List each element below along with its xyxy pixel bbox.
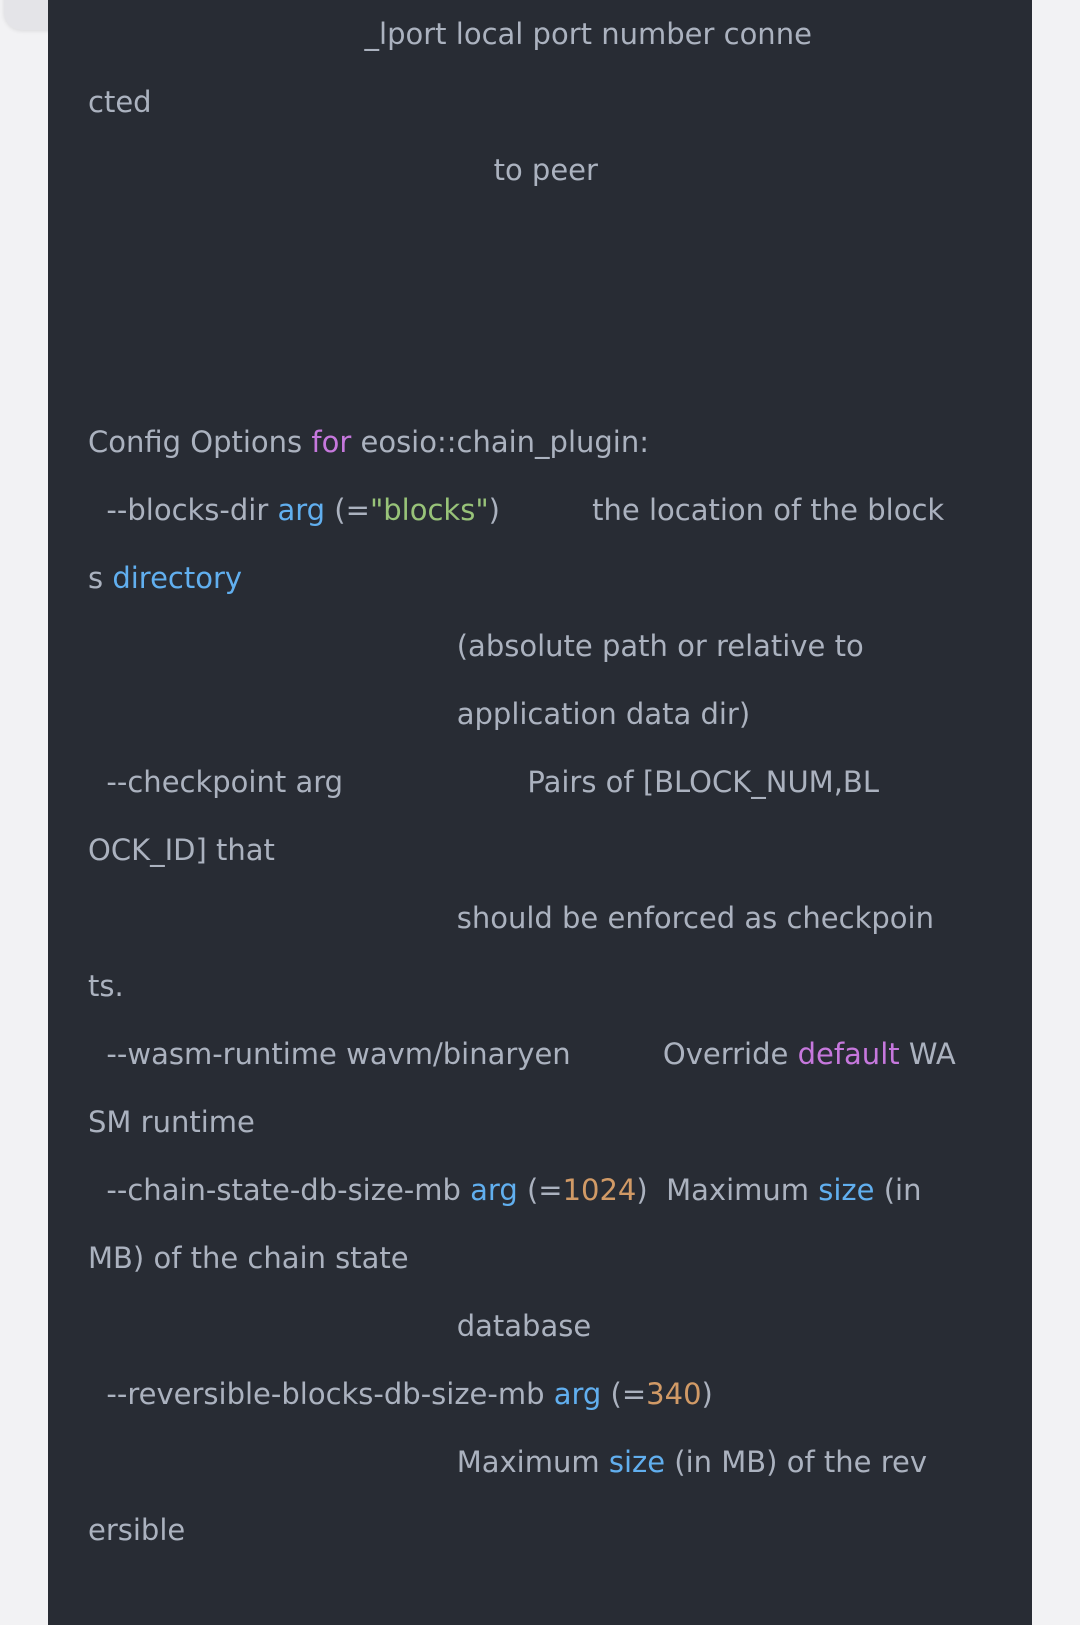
code-line: application data dir) <box>88 694 750 734</box>
code-token-plain: (in <box>874 1173 922 1207</box>
code-line: OCK_ID] that <box>88 830 275 870</box>
code-line: --chain-state-db-size-mb arg (=1024) Max… <box>88 1170 921 1210</box>
code-token-plain: (= <box>325 493 370 527</box>
code-line: --wasm-runtime wavm/binaryen Override de… <box>88 1034 956 1074</box>
code-line: cted <box>88 82 152 122</box>
code-token-num: 1024 <box>562 1173 637 1207</box>
code-token-plain: (= <box>517 1173 563 1207</box>
code-token-fn: arg <box>470 1173 518 1207</box>
code-line: should be enforced as checkpoin <box>88 898 934 938</box>
code-token-plain: Maximum <box>88 1445 609 1479</box>
code-line: --blocks-dir arg (="blocks") the locatio… <box>88 490 944 530</box>
code-token-plain: ersible <box>88 1513 186 1547</box>
code-block: _lport local port number conne cted to pe… <box>48 0 1032 1625</box>
code-token-plain: application data dir) <box>88 697 751 731</box>
code-token-plain: ts. <box>88 969 124 1003</box>
code-token-keyword: for <box>311 425 352 459</box>
code-token-plain: ) the location of the block <box>488 493 945 527</box>
code-line: s directory <box>88 558 242 598</box>
code-token-plain: --checkpoint arg Pairs of [BLOCK_NUM,BL <box>88 765 879 799</box>
code-token-plain: ) <box>701 1377 713 1411</box>
code-token-fn: size <box>818 1173 875 1207</box>
code-token-fn: size <box>608 1445 666 1479</box>
code-token-str: "blocks" <box>369 493 489 527</box>
code-line: ts. <box>88 966 124 1006</box>
code-token-plain: (absolute path or relative to <box>88 629 864 663</box>
code-line: database <box>88 1306 591 1346</box>
code-line: --checkpoint arg Pairs of [BLOCK_NUM,BL <box>88 762 879 802</box>
code-token-plain: to peer <box>88 153 598 187</box>
code-token-keyword: default <box>797 1037 900 1071</box>
code-token-plain: _lport local port number conne <box>88 17 812 51</box>
code-token-plain: OCK_ID] that <box>88 833 275 867</box>
code-line: (absolute path or relative to <box>88 626 864 666</box>
code-token-plain: eosio::chain_plugin: <box>351 425 650 459</box>
code-token-plain: --wasm-runtime wavm/binaryen Override <box>88 1037 798 1071</box>
code-line: _lport local port number conne <box>88 14 812 54</box>
code-token-fn: directory <box>112 561 243 595</box>
code-line: SM runtime <box>88 1102 255 1142</box>
code-token-plain: s <box>88 561 113 595</box>
code-token-plain: database <box>88 1309 592 1343</box>
code-line: Config Options for eosio::chain_plugin: <box>88 422 649 462</box>
code-token-plain: Config Options <box>88 425 312 459</box>
code-token-plain: WA <box>899 1037 956 1071</box>
code-line: to peer <box>88 150 598 190</box>
code-token-plain: --reversible-blocks-db-size-mb <box>88 1377 554 1411</box>
code-line: MB) of the chain state <box>88 1238 409 1278</box>
code-token-fn: arg <box>277 493 326 527</box>
code-token-plain: should be enforced as checkpoin <box>88 901 934 935</box>
code-token-num: 340 <box>646 1377 702 1411</box>
code-token-plain: --blocks-dir <box>88 493 278 527</box>
code-token-plain: cted <box>88 85 152 119</box>
code-token-plain: ) Maximum <box>636 1173 819 1207</box>
code-token-plain: SM runtime <box>88 1105 255 1139</box>
code-line: Maximum size (in MB) of the rev <box>88 1442 927 1482</box>
code-token-plain: MB) of the chain state <box>88 1241 409 1275</box>
code-token-plain: --chain-state-db-size-mb <box>88 1173 471 1207</box>
code-token-plain: (in MB) of the rev <box>665 1445 927 1479</box>
code-token-plain: (= <box>601 1377 647 1411</box>
code-token-fn: arg <box>553 1377 602 1411</box>
code-line: ersible <box>88 1510 185 1550</box>
code-line: --reversible-blocks-db-size-mb arg (=340… <box>88 1374 713 1414</box>
